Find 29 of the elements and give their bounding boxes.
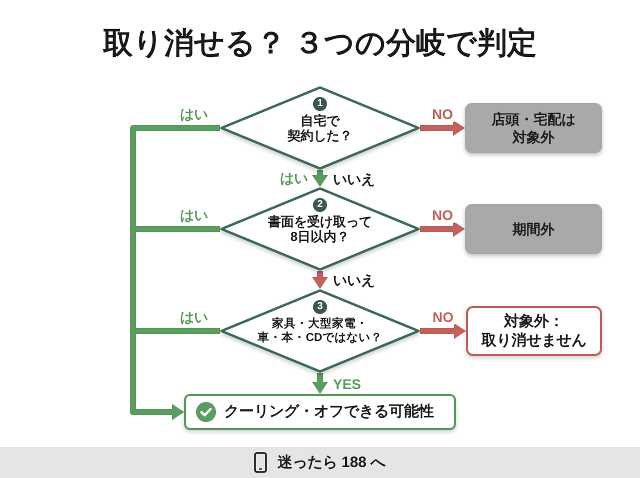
arrow (312, 271, 328, 289)
result-box (184, 394, 456, 430)
edge-label: いいえ (332, 170, 376, 186)
arrow (420, 323, 466, 339)
branch-label: はい (279, 170, 309, 186)
outcome-box: 対象外：取り消せません (466, 306, 602, 356)
edge-label: NO (431, 106, 454, 122)
result-text: クーリング・オフできる可能性 (224, 403, 434, 421)
decision-diamond (220, 289, 420, 373)
question-text: 家具・大型家電・車・本・CDではない？ (258, 317, 382, 345)
arrow (312, 170, 328, 187)
arrow (130, 328, 220, 420)
outcome-box: 期間外 (465, 204, 602, 254)
arrow (420, 221, 465, 237)
edge-label: いいえ (332, 272, 376, 288)
title: 取り消せる？ ３つの分岐で判定 (102, 26, 538, 62)
edge-label: NO (431, 207, 454, 223)
edge-label: NO (432, 309, 454, 325)
decision-diamond (220, 187, 420, 271)
hotline-note: 迷ったら 188 へ (277, 454, 386, 472)
arrow (312, 373, 328, 394)
arrow (420, 120, 465, 136)
edge-label: はい (179, 106, 209, 122)
edge-label: はい (179, 309, 209, 325)
edge-label: はい (179, 207, 209, 223)
question-text: 書面を受け取って8日以内？ (268, 214, 372, 244)
question-text: 自宅で契約した？ (288, 113, 352, 143)
decision-diamond (220, 86, 420, 170)
outcome-box: 店頭・宅配は対象外 (465, 103, 602, 153)
